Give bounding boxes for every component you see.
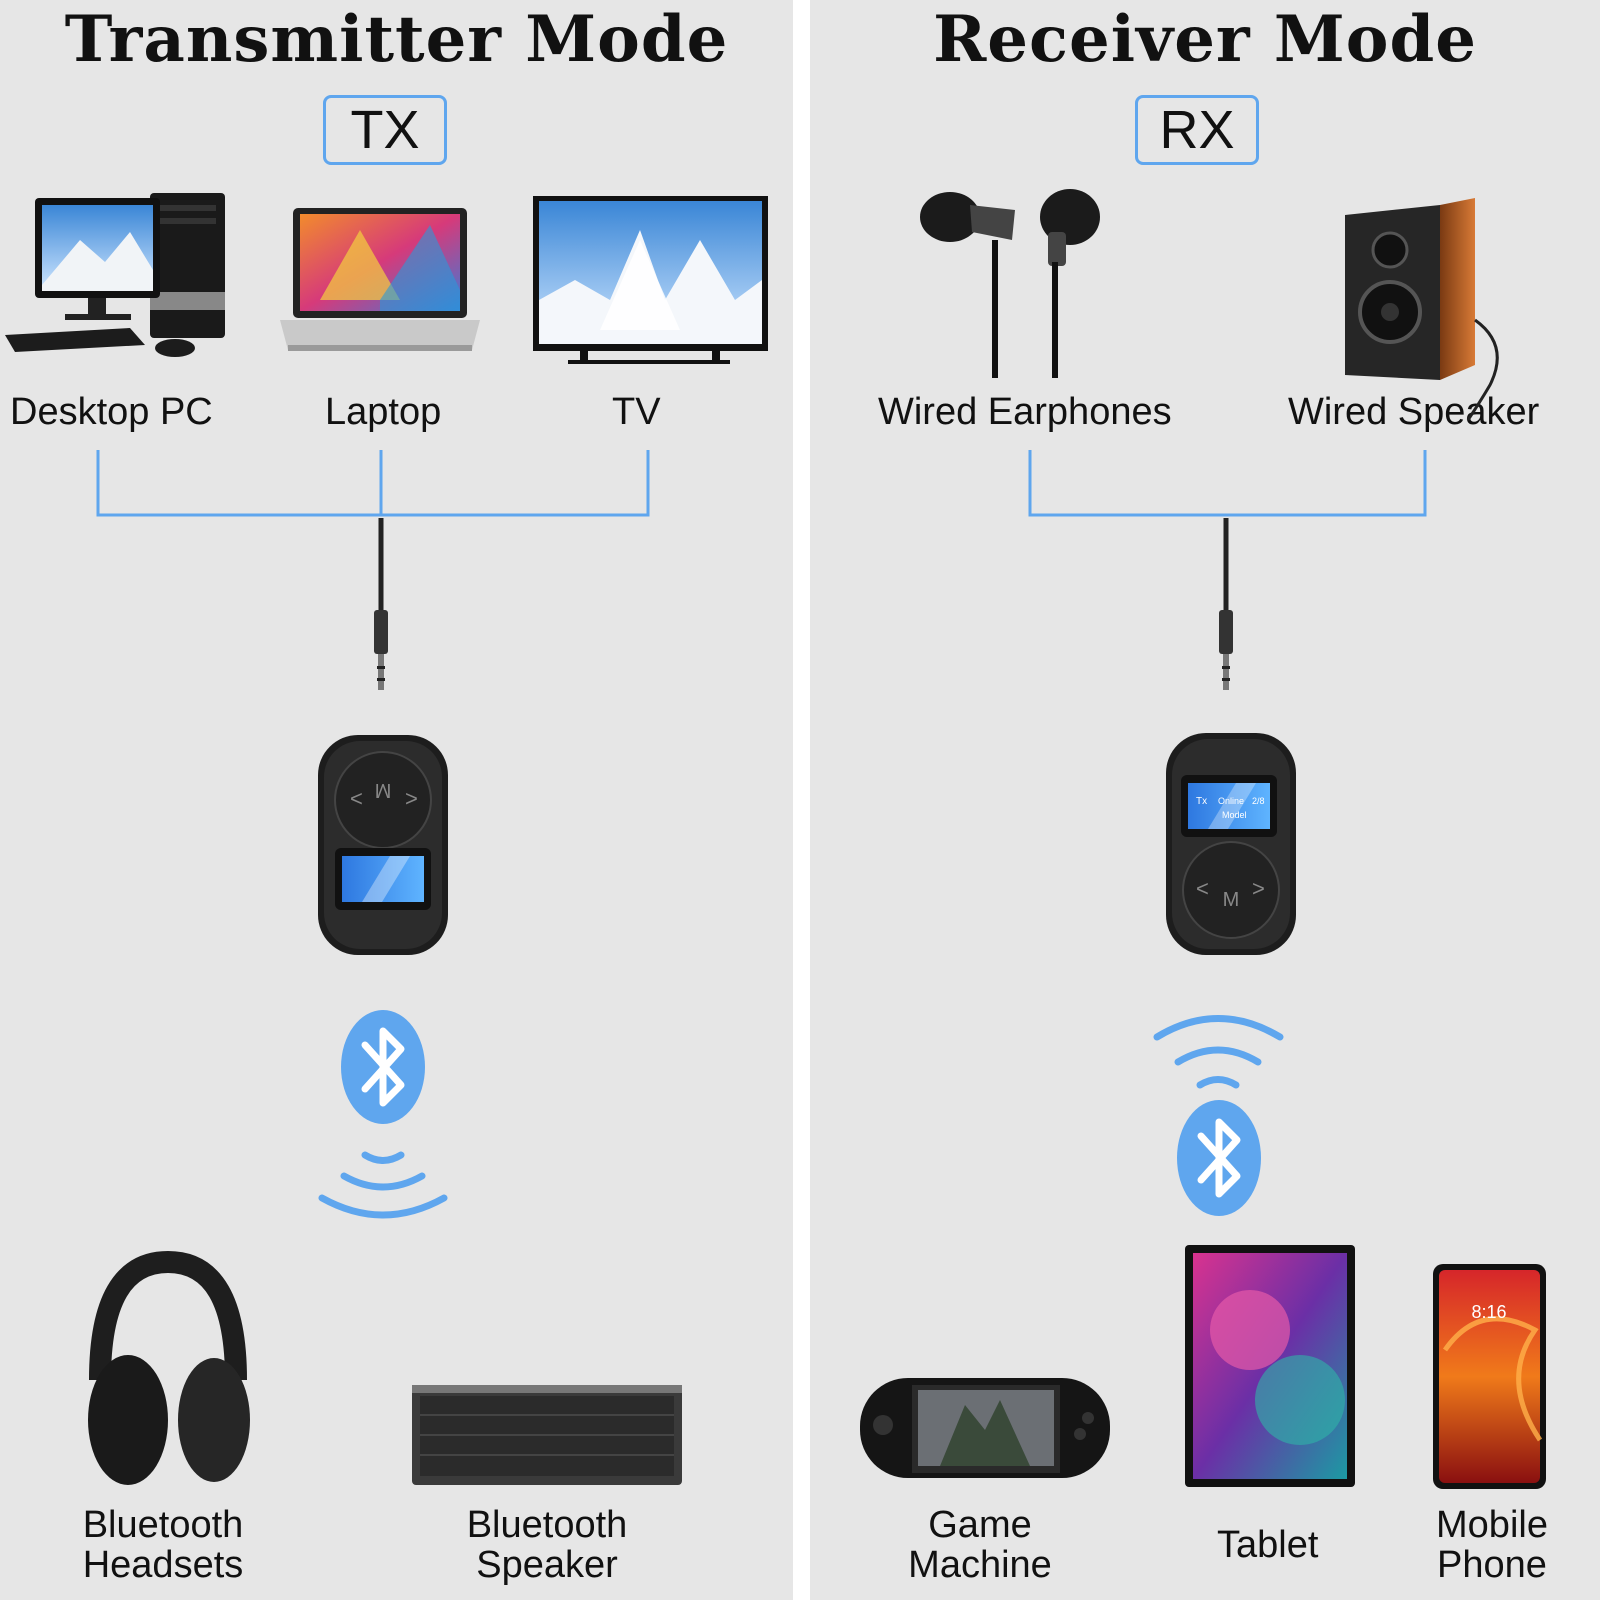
bluetooth-speaker-label: Bluetooth Speaker — [462, 1505, 632, 1585]
svg-text:Online: Online — [1218, 796, 1244, 806]
rx-badge: RX — [1135, 95, 1259, 165]
tablet-icon — [1185, 1245, 1355, 1487]
tablet-label: Tablet — [1217, 1524, 1319, 1566]
transmitter-title: Transmitter Mode — [64, 2, 729, 77]
game-machine-icon — [860, 1378, 1110, 1478]
rx-connector-bracket — [1028, 450, 1427, 517]
game-machine-label-line1: Game — [928, 1504, 1032, 1546]
svg-text:M: M — [1223, 889, 1240, 911]
laptop-icon — [280, 208, 480, 351]
bluetooth-headsets-label-line2: Headsets — [82, 1544, 244, 1586]
wired-speaker-label: Wired Speaker — [1288, 391, 1540, 433]
mobile-phone-label-line2: Phone — [1437, 1544, 1547, 1586]
svg-text:<: < — [1196, 876, 1209, 901]
desktop-pc-label: Desktop PC — [10, 391, 213, 433]
rx-bt-device: Tx Online 2/8 Model M < > — [1166, 733, 1296, 955]
tv-label: TV — [612, 391, 661, 433]
tx-badge: TX — [323, 95, 447, 165]
bluetooth-speaker-icon — [412, 1385, 682, 1485]
mobile-phone-label-line1: Mobile — [1436, 1504, 1548, 1546]
mobile-phone-icon: 8:16 — [1433, 1264, 1546, 1489]
svg-text:Model: Model — [1222, 810, 1247, 820]
svg-text:M: M — [375, 779, 392, 801]
phone-clock: 8:16 — [1471, 1302, 1506, 1322]
earphones-icon — [920, 189, 1100, 378]
wired-earphones-label: Wired Earphones — [878, 391, 1172, 433]
tx-signal-waves-icon — [318, 1151, 448, 1219]
receiver-title: Receiver Mode — [933, 2, 1477, 77]
bluetooth-headsets-label-line1: Bluetooth — [82, 1504, 244, 1546]
game-machine-label: Game Machine — [900, 1505, 1060, 1585]
bluetooth-speaker-label-line2: Speaker — [476, 1544, 618, 1586]
tx-connector-bracket — [96, 450, 650, 517]
tx-audio-cable — [374, 518, 388, 690]
laptop-label: Laptop — [325, 391, 442, 433]
svg-text:>: > — [405, 786, 418, 811]
desktop-pc-icon — [5, 193, 225, 357]
tv-icon — [533, 196, 768, 364]
headphones-icon — [88, 1250, 250, 1485]
svg-text:<: < — [350, 786, 363, 811]
bluetooth-headsets-label: Bluetooth Headsets — [78, 1505, 248, 1585]
wired-speaker-icon — [1345, 198, 1499, 421]
game-machine-label-line2: Machine — [908, 1544, 1052, 1586]
svg-text:>: > — [1252, 876, 1265, 901]
mobile-phone-label: Mobile Phone — [1422, 1505, 1562, 1585]
rx-signal-waves-icon — [1153, 1015, 1284, 1089]
tx-bluetooth-icon — [341, 1010, 425, 1124]
svg-text:Tx: Tx — [1196, 796, 1207, 807]
bluetooth-speaker-label-line1: Bluetooth — [466, 1504, 628, 1546]
svg-text:2/8: 2/8 — [1252, 796, 1265, 806]
tx-bt-device: M < > — [318, 735, 448, 955]
rx-audio-cable — [1219, 518, 1233, 690]
rx-bluetooth-icon — [1177, 1100, 1261, 1216]
